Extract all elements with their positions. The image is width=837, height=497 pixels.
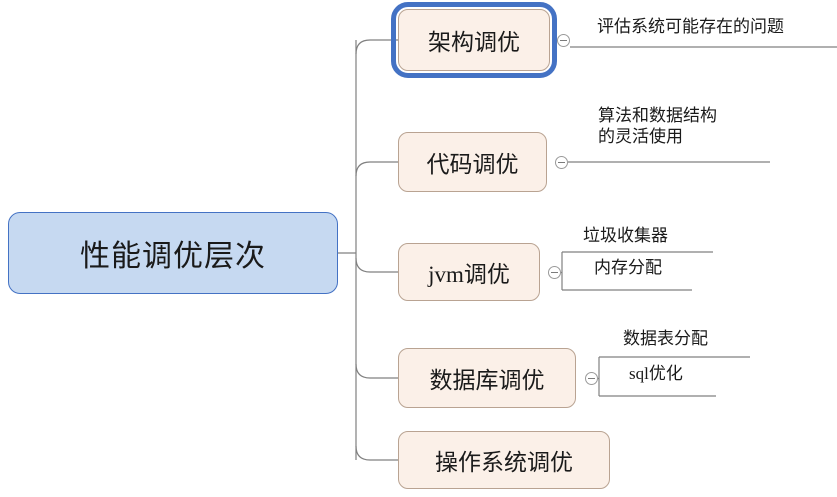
root-node[interactable]: 性能调优层次 [8, 212, 338, 294]
branch-node-label: 架构调优 [428, 30, 520, 55]
collapse-toggle-jvm[interactable] [548, 266, 561, 279]
edge-branch-jvm [355, 257, 398, 273]
collapse-toggle-db[interactable] [585, 372, 598, 385]
branch-node-os[interactable]: 操作系统调优 [398, 431, 610, 489]
root-node-label: 性能调优层次 [80, 240, 266, 273]
edge-branch-code [355, 161, 398, 177]
branch-node-jvm[interactable]: jvm调优 [398, 243, 540, 301]
collapse-toggle-code[interactable] [555, 156, 568, 169]
branch-node-arch[interactable]: 架构调优 [391, 2, 557, 78]
branch-node-label: jvm调优 [428, 262, 510, 287]
leaf-node-code-0[interactable]: 算法和数据结构 的灵活使用 [598, 106, 717, 146]
edge-branch-db [355, 363, 398, 379]
collapse-toggle-arch[interactable] [557, 34, 570, 47]
leaf-node-arch-0[interactable]: 评估系统可能存在的问题 [597, 17, 784, 36]
edge-branch-os [355, 445, 398, 461]
branch-node-code[interactable]: 代码调优 [398, 132, 547, 192]
edge-branch-arch [355, 39, 398, 55]
leaf-node-jvm-0[interactable]: 垃圾收集器 [583, 226, 668, 245]
leaf-node-jvm-1[interactable]: 内存分配 [594, 258, 662, 277]
leaf-node-db-0[interactable]: 数据表分配 [623, 329, 708, 348]
branch-node-label: 代码调优 [426, 152, 519, 177]
branch-node-label: 数据库调优 [429, 368, 545, 393]
branch-node-db[interactable]: 数据库调优 [398, 348, 576, 408]
branch-node-label: 操作系统调优 [435, 450, 573, 475]
leaf-node-db-1[interactable]: sql优化 [629, 364, 683, 383]
